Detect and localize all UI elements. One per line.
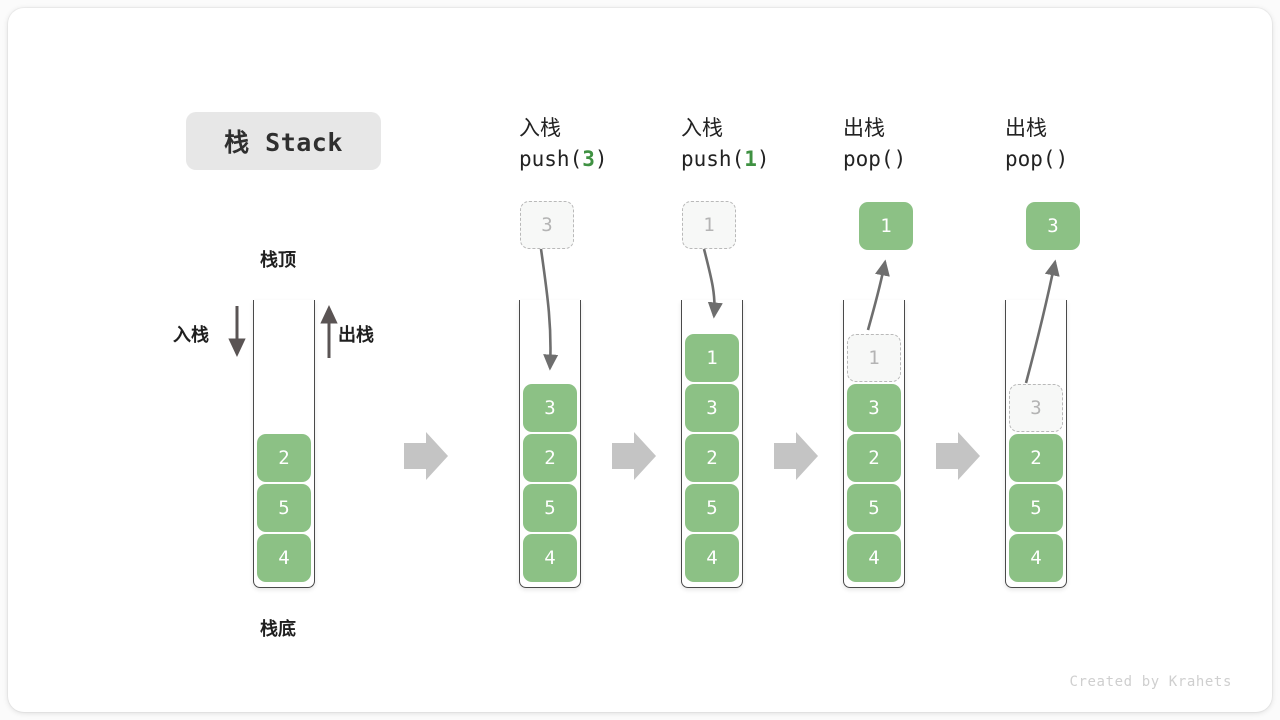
column-header-code: pop(): [843, 147, 907, 172]
stack-cell: 4: [685, 534, 739, 582]
stack-container-walls: [843, 300, 905, 588]
stack-cells: 2 5 4: [253, 432, 315, 584]
stack-cell-removed: 3: [1009, 384, 1063, 432]
stack-cell: 3: [685, 384, 739, 432]
stack-cell: 1: [685, 334, 739, 382]
stack-cell: 2: [1009, 434, 1063, 482]
stack-cell: 2: [257, 434, 311, 482]
column-header-push1: 入栈 push(1): [681, 114, 770, 175]
column-header-cn: 入栈: [519, 117, 561, 140]
incoming-value-box-push3: 3: [520, 201, 574, 249]
stack-cell: 4: [1009, 534, 1063, 582]
stack-cell: 2: [847, 434, 901, 482]
incoming-value-box-push1: 1: [682, 201, 736, 249]
stack-cells: 1 3 2 5 4: [681, 332, 743, 584]
push-side-label: 入栈: [173, 325, 209, 345]
stack-initial: 2 5 4: [253, 300, 315, 588]
stack-after-push1: 1 3 2 5 4: [681, 300, 743, 588]
stack-cell: 3: [523, 384, 577, 432]
column-header-cn: 出栈: [843, 117, 885, 140]
stack-cell: 3: [847, 384, 901, 432]
column-header-code: pop(): [1005, 147, 1069, 172]
stack-cell: 4: [257, 534, 311, 582]
pop-side-label: 出栈: [338, 325, 374, 345]
stack-cell: 5: [685, 484, 739, 532]
stack-after-push3: 3 2 5 4: [519, 300, 581, 588]
transition-arrow: [612, 432, 656, 480]
title-badge: 栈 Stack: [186, 112, 381, 170]
stack-during-pop2: 3 2 5 4: [1005, 300, 1067, 588]
stack-cell: 5: [847, 484, 901, 532]
push-arg: 1: [744, 147, 757, 172]
stack-cell: 2: [685, 434, 739, 482]
diagram-stage: 栈 Stack 栈顶 栈底 入栈 出栈 入栈 push(3) 入栈 push(1…: [8, 8, 1272, 712]
stack-cell: 5: [257, 484, 311, 532]
stack-cells: 3 2 5 4: [1005, 382, 1067, 584]
stack-bottom-label: 栈底: [260, 619, 296, 639]
popped-value-box-pop1: 1: [859, 202, 913, 250]
stack-top-label: 栈顶: [260, 250, 296, 270]
stack-cell: 4: [847, 534, 901, 582]
stack-cells: 1 3 2 5 4: [843, 332, 905, 584]
transition-arrow: [774, 432, 818, 480]
diagram-card: 栈 Stack 栈顶 栈底 入栈 出栈 入栈 push(3) 入栈 push(1…: [8, 8, 1272, 712]
popped-value-box-pop2: 3: [1026, 202, 1080, 250]
stack-container-walls: [253, 300, 315, 588]
stack-cells: 3 2 5 4: [519, 382, 581, 584]
column-header-code: push(1): [681, 147, 770, 172]
stack-cell: 2: [523, 434, 577, 482]
stack-cell: 5: [1009, 484, 1063, 532]
column-header-code: push(3): [519, 147, 608, 172]
credit-text: Created by Krahets: [1069, 674, 1232, 690]
column-header-push3: 入栈 push(3): [519, 114, 608, 175]
stack-during-pop1: 1 3 2 5 4: [843, 300, 905, 588]
stack-cell-removed: 1: [847, 334, 901, 382]
column-header-cn: 入栈: [681, 117, 723, 140]
column-header-cn: 出栈: [1005, 117, 1047, 140]
stack-container-walls: [519, 300, 581, 588]
stack-cell: 4: [523, 534, 577, 582]
stack-container-walls: [1005, 300, 1067, 588]
stack-container-walls: [681, 300, 743, 588]
stack-cell: 5: [523, 484, 577, 532]
transition-arrow: [404, 432, 448, 480]
column-header-pop1: 出栈 pop(): [843, 114, 906, 175]
column-header-pop2: 出栈 pop(): [1005, 114, 1068, 175]
push-arg: 3: [582, 147, 595, 172]
transition-arrow: [936, 432, 980, 480]
